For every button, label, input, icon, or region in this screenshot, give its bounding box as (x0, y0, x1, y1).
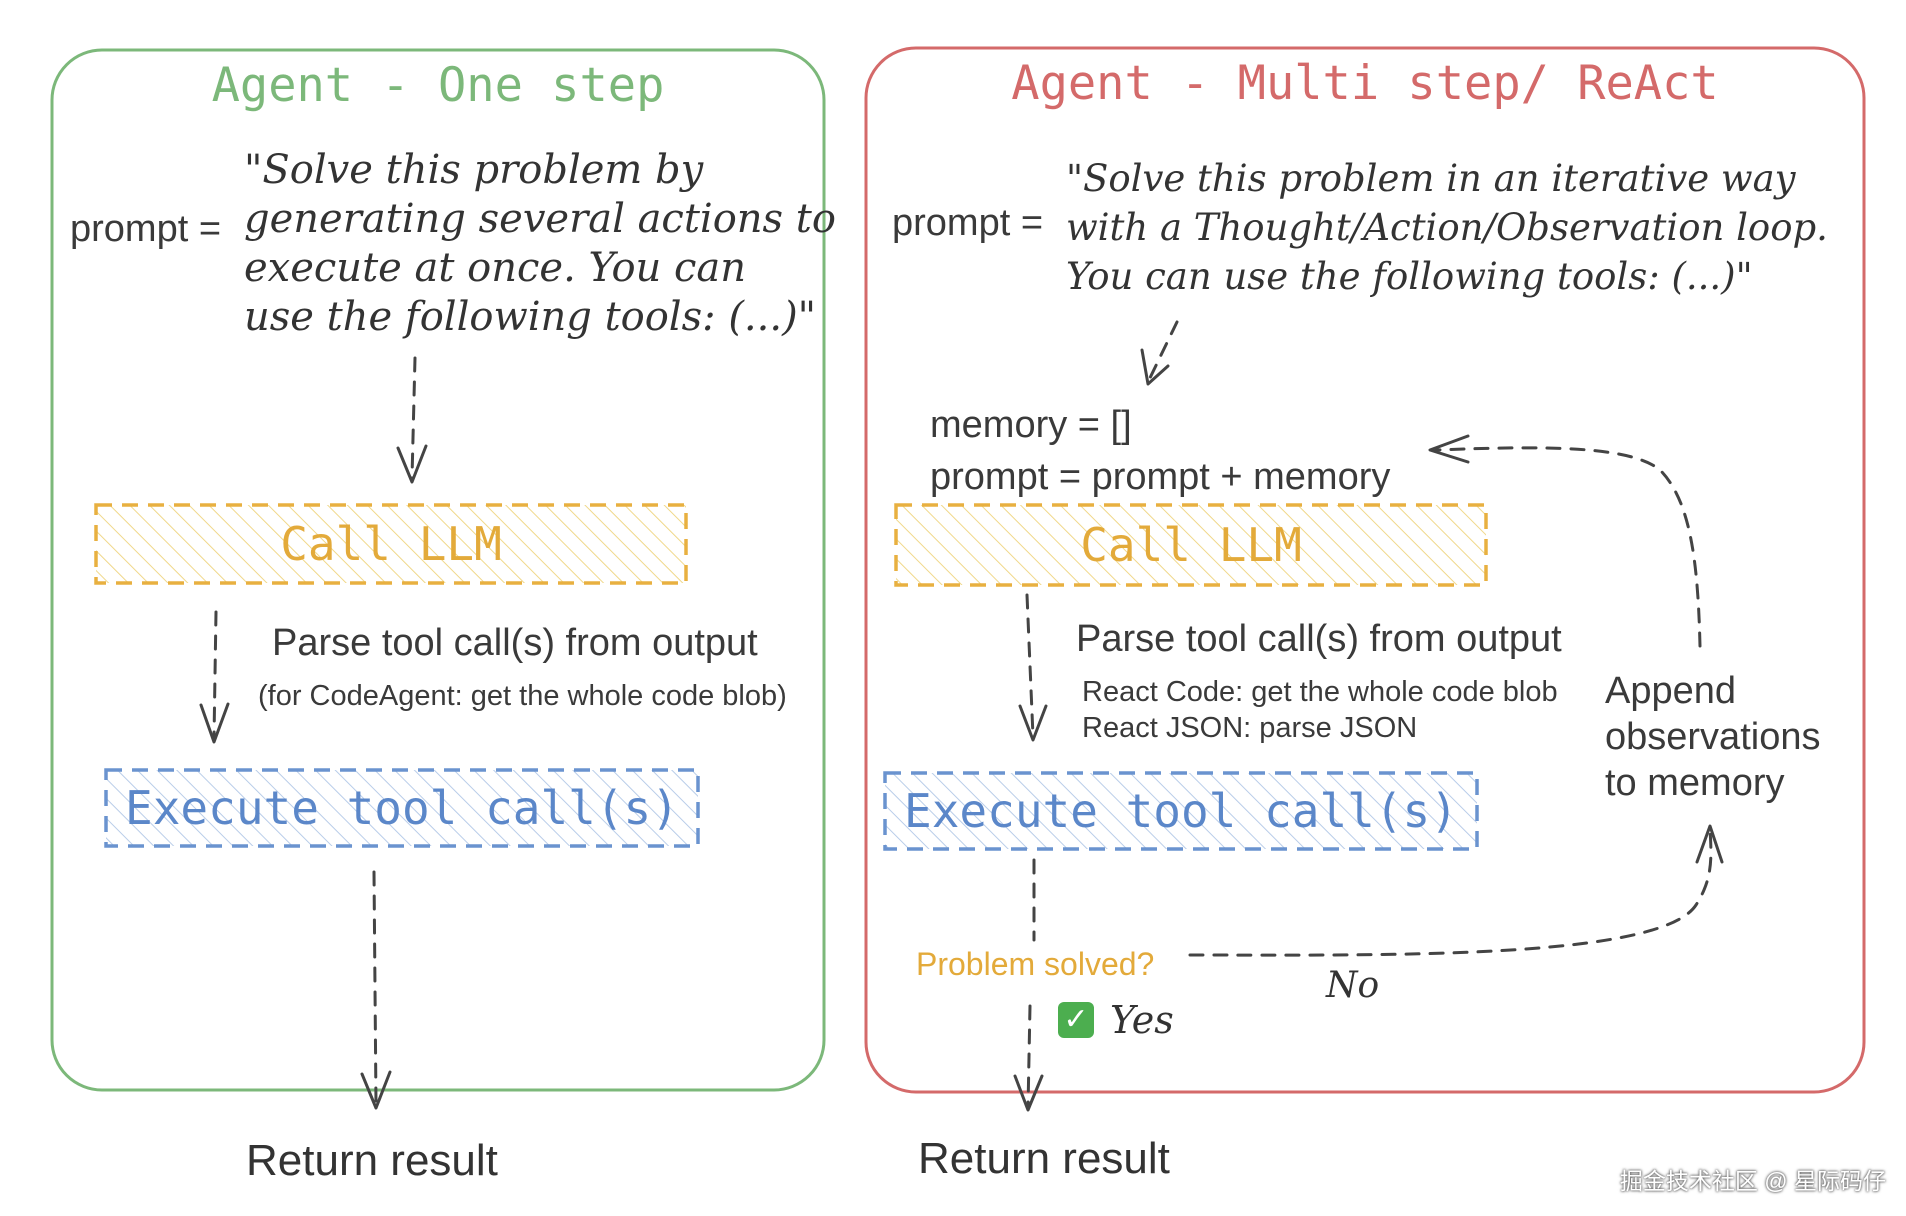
left-parse-label: Parse tool call(s) from output (272, 622, 758, 664)
left-arrowhead-1 (396, 444, 428, 484)
right-arrow-prompt-to-memory (1146, 320, 1179, 384)
right-arrowhead-4 (1695, 824, 1724, 864)
right-prompt-label: prompt = (892, 202, 1044, 244)
right-call-llm-label: Call LLM (1080, 518, 1302, 572)
watermark: 掘金技术社区 @ 星际码仔 (1619, 1168, 1886, 1194)
prompt-update: prompt = prompt + memory (930, 456, 1391, 498)
left-execute-label: Execute tool call(s) (125, 781, 679, 835)
right-prompt-text: "Solve this problem in an iterative way … (1066, 157, 1828, 298)
right-arrowhead-1 (1140, 348, 1170, 386)
left-arrowhead-2 (199, 702, 230, 744)
left-panel-title: Agent - One step (211, 58, 665, 113)
right-arrow-decision-to-result (1026, 1004, 1032, 1110)
problem-solved-label: Problem solved? (916, 946, 1155, 982)
right-arrow-llm-to-execute (1025, 593, 1035, 738)
left-arrowhead-3 (360, 1070, 392, 1110)
left-arrow-prompt-to-llm (410, 356, 417, 480)
memory-init: memory = [] (930, 404, 1132, 446)
right-execute-label: Execute tool call(s) (904, 784, 1458, 838)
check-mark-icon: ✓ (1058, 1002, 1094, 1038)
right-parse-note-json: React JSON: parse JSON (1082, 712, 1418, 744)
right-parse-note-code: React Code: get the whole code blob (1082, 676, 1558, 708)
left-arrow-execute-to-result (372, 870, 378, 1106)
left-parse-note: (for CodeAgent: get the whole code blob) (258, 680, 787, 712)
no-label: No (1326, 965, 1380, 1006)
left-prompt-label: prompt = (70, 208, 222, 250)
right-return-result: Return result (918, 1134, 1170, 1183)
append-observations-label: Append observations to memory (1605, 670, 1821, 804)
right-parse-label: Parse tool call(s) from output (1076, 618, 1562, 660)
yes-branch: ✓ Yes (1058, 1000, 1174, 1040)
yes-label: Yes (1110, 998, 1174, 1042)
right-arrowhead-3 (1013, 1074, 1044, 1112)
left-arrow-llm-to-execute (212, 610, 218, 740)
left-prompt-text: "Solve this problem by generating severa… (244, 147, 836, 340)
right-panel-title: Agent - Multi step/ ReAct (1011, 56, 1719, 111)
left-return-result: Return result (246, 1136, 498, 1185)
right-arrowhead-2 (1018, 704, 1048, 742)
right-arrowhead-5 (1428, 434, 1470, 464)
left-call-llm-label: Call LLM (280, 517, 502, 571)
